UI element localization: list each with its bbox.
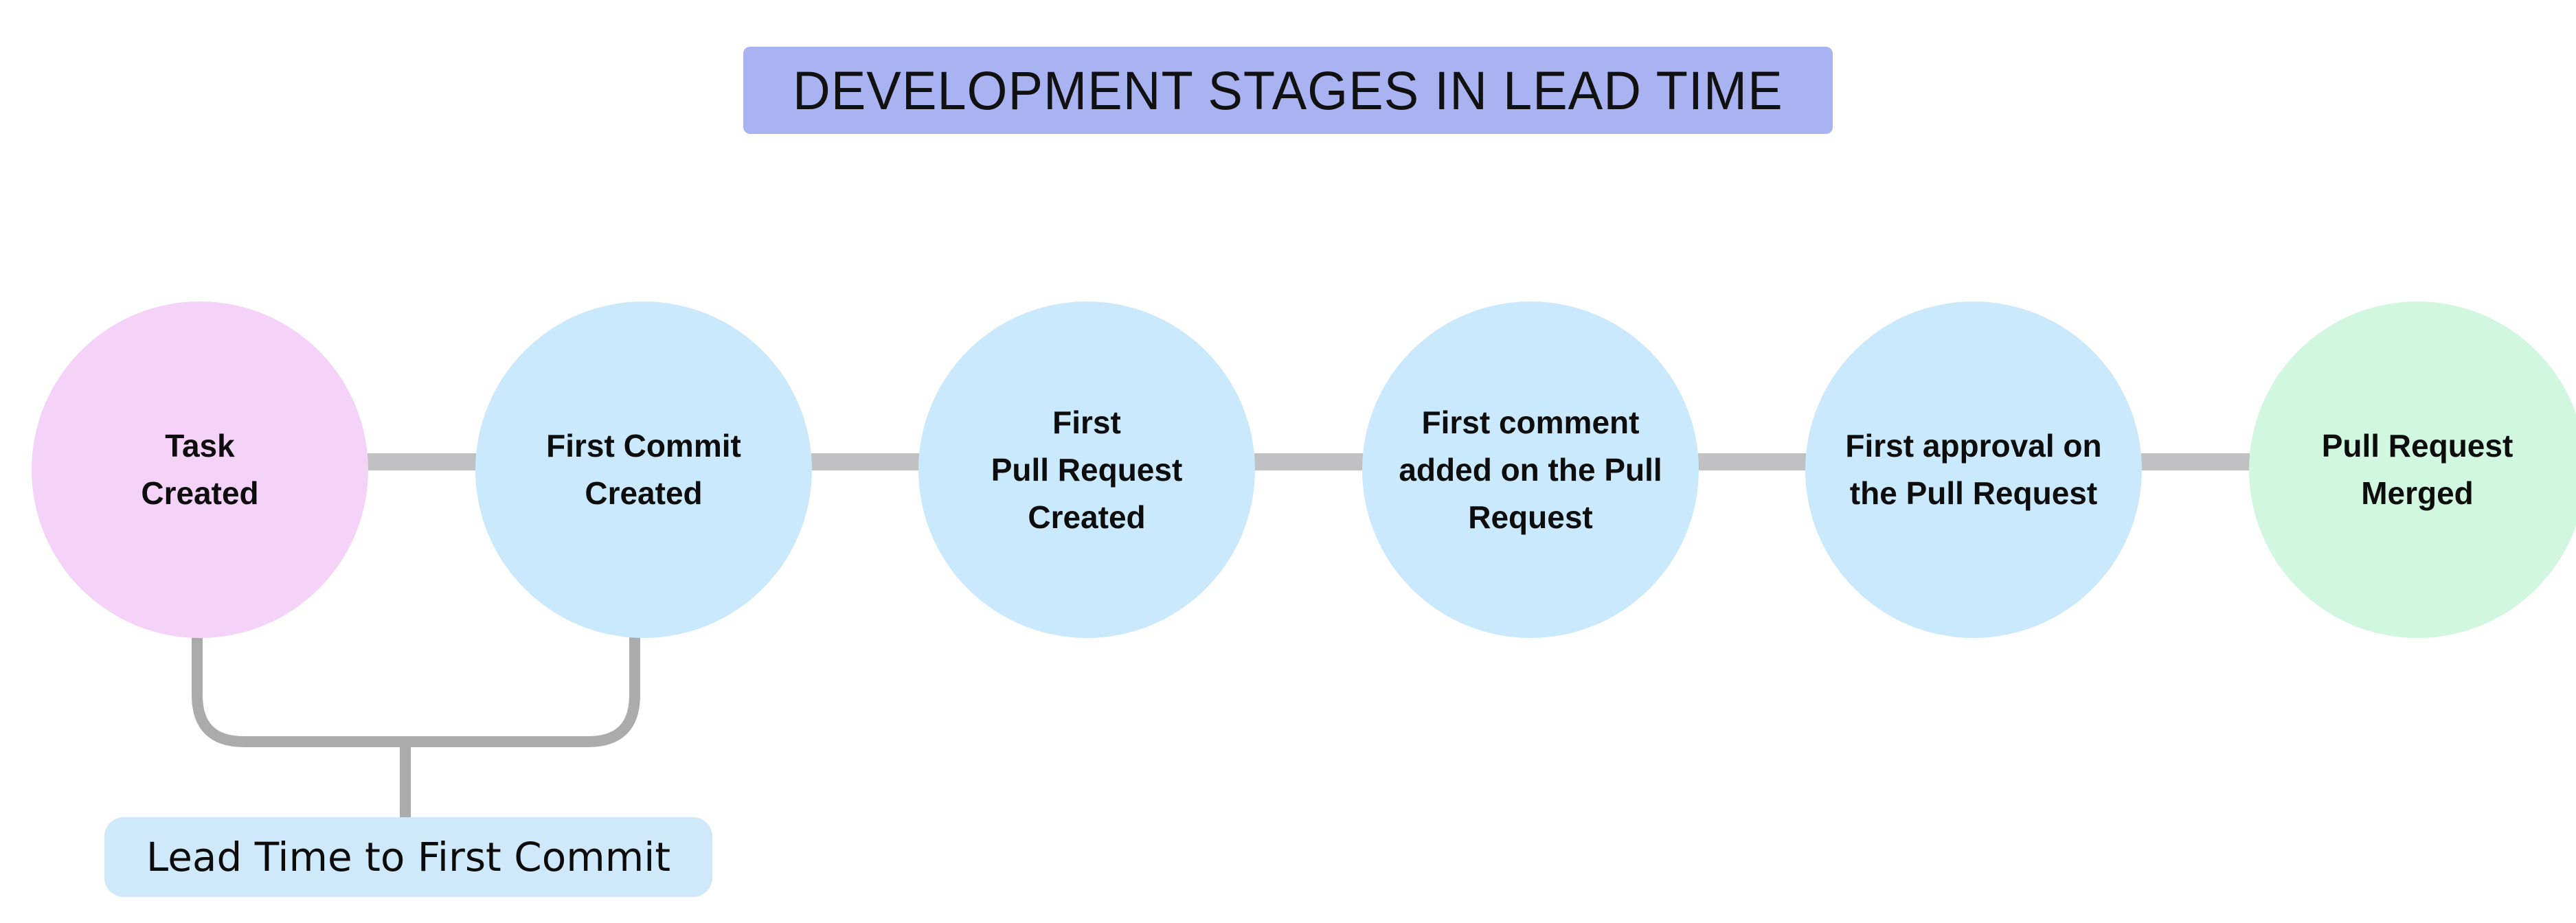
stage-node-pull-request-merged: Pull Request Merged (2249, 301, 2576, 638)
stage-label: Pull Request Merged (2321, 428, 2513, 511)
lead-time-annotation-label: Lead Time to First Commit (146, 834, 671, 880)
stage-label: First Pull Request Created (991, 404, 1183, 535)
stage-node-first-pull-request-created: First Pull Request Created (918, 301, 1255, 638)
title-banner: DEVELOPMENT STAGES IN LEAD TIME (743, 47, 1833, 134)
stage-node-first-approval: First approval on the Pull Request (1805, 301, 2142, 638)
stage-label: First Commit Created (546, 428, 741, 511)
page-title: DEVELOPMENT STAGES IN LEAD TIME (793, 59, 1783, 121)
lead-time-annotation-box: Lead Time to First Commit (104, 817, 712, 897)
stage-node-first-commit-created: First Commit Created (475, 301, 812, 638)
stage-label: First comment added on the Pull Request (1399, 404, 1662, 535)
stage-node-task-created: Task Created (32, 301, 368, 638)
stage-label: First approval on the Pull Request (1845, 428, 2102, 511)
bracket-span-line (192, 630, 640, 747)
stage-label: Task Created (141, 428, 259, 511)
stage-node-first-comment-added: First comment added on the Pull Request (1362, 301, 1699, 638)
